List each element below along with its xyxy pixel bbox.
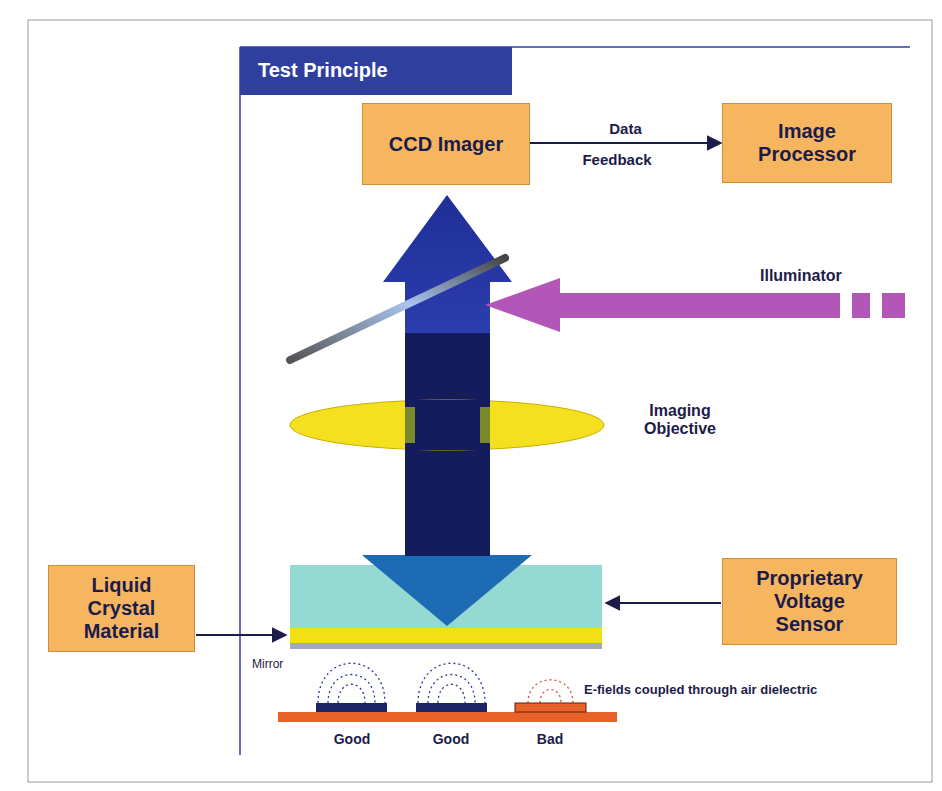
process-box: Proprietary Voltage Sensor [722,558,897,645]
annotation-label: Good [334,731,371,747]
annotation-label: Illuminator [760,267,842,285]
annotation-label: Mirror [252,657,283,671]
beam-splitter [290,258,505,360]
imaging-objective [290,400,604,450]
box-label: CCD Imager [371,133,521,156]
annotation-label: Imaging Objective [630,402,730,438]
box-label: Liquid Crystal Material [72,574,172,643]
incident-beam [405,540,490,556]
process-box: Liquid Crystal Material [48,565,195,652]
data-arrow [530,142,721,144]
edge-label: Data [609,120,642,137]
process-box: Image Processor [722,103,892,183]
process-box: CCD Imager [362,103,530,185]
annotation-label: Feedback [582,151,651,168]
test-pads [278,703,617,722]
illuminator-beam [485,278,905,332]
box-label: Image Processor [732,120,882,166]
outer-frame [28,20,932,782]
annotation-label: Good [433,731,470,747]
box-label: Proprietary Voltage Sensor [742,567,877,636]
pointer-arrow [606,602,721,604]
pointer-arrow [196,634,286,636]
e-field-lines [318,663,573,703]
reflected-beam [383,195,512,557]
annotation-label: Bad [537,731,563,747]
title-band: Test Principle [240,47,512,95]
annotation-label: E-fields coupled through air dielectric [584,682,817,697]
side-rule [239,47,241,755]
incident-beam-head [362,555,532,626]
